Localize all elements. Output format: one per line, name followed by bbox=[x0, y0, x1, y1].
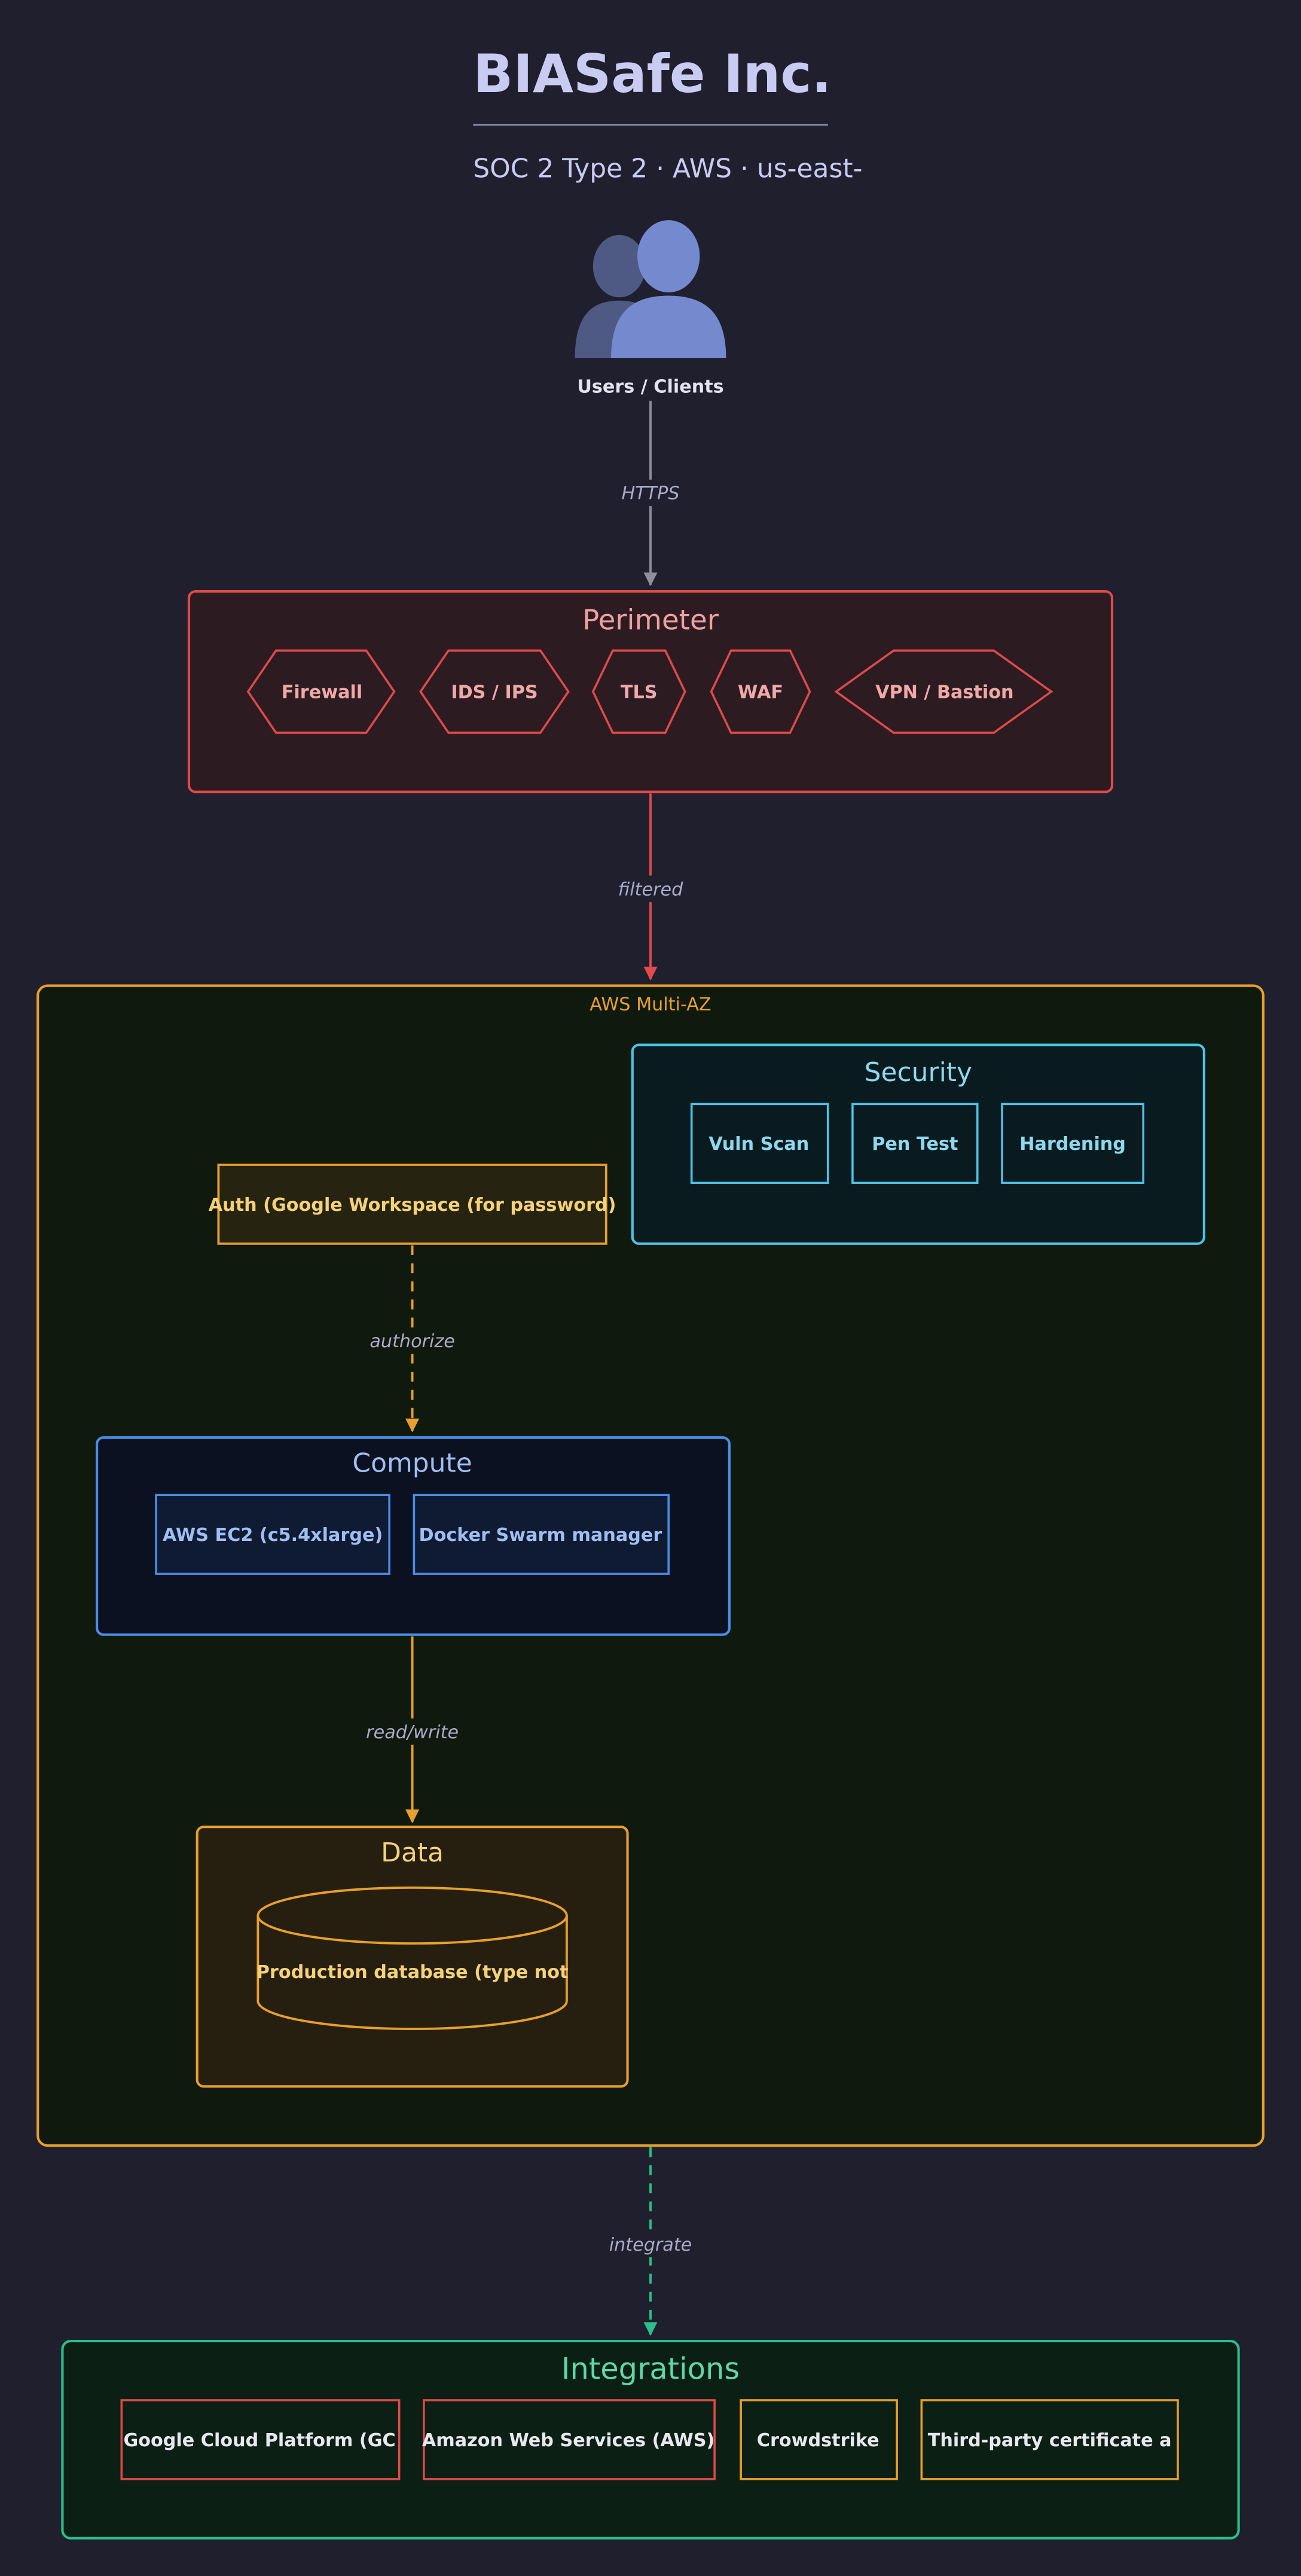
edge-read-write-label: read/write bbox=[366, 1722, 459, 1743]
compute-zone: Compute AWS EC2 (c5.4xlarge) Docker Swar… bbox=[96, 1436, 731, 1636]
integrations-zone: Integrations Google Cloud Platform (GC A… bbox=[61, 2340, 1240, 2540]
perimeter-item-tls: TLS bbox=[591, 649, 686, 734]
edge-filtered-label: filtered bbox=[618, 879, 683, 900]
svg-text:TLS: TLS bbox=[621, 682, 658, 703]
perimeter-item-firewall: Firewall bbox=[246, 649, 396, 734]
perimeter-item-waf: WAF bbox=[710, 649, 811, 734]
auth-label: Auth (Google Workspace (for password) bbox=[209, 1195, 616, 1216]
database-label: Production database (type not bbox=[256, 1962, 569, 1983]
perimeter-zone: Perimeter Firewall IDS / IPS TLS WAF VPN… bbox=[187, 590, 1114, 793]
integration-item-gcp: Google Cloud Platform (GC bbox=[120, 2399, 401, 2480]
compute-item-docker-swarm: Docker Swarm manager bbox=[413, 1494, 670, 1575]
svg-text:Pen Test: Pen Test bbox=[872, 1134, 958, 1155]
svg-text:Vuln Scan: Vuln Scan bbox=[708, 1134, 809, 1155]
svg-text:Firewall: Firewall bbox=[282, 682, 362, 703]
security-title: Security bbox=[865, 1057, 972, 1088]
security-item-hardening: Hardening bbox=[1001, 1103, 1145, 1184]
svg-text:Third-party certificate a: Third-party certificate a bbox=[928, 2430, 1172, 2451]
integration-item-third-party-certificate: Third-party certificate a bbox=[920, 2399, 1179, 2480]
data-zone: Data Production database (type not bbox=[196, 1826, 629, 2088]
edge-authorize-label: authorize bbox=[369, 1331, 454, 1352]
perimeter-item-ids-ips: IDS / IPS bbox=[419, 649, 570, 734]
security-zone: Security Vuln Scan Pen Test Hardening bbox=[631, 1043, 1205, 1245]
edge-read-write-label-bg bbox=[368, 1718, 457, 1745]
edge-https-label: HTTPS bbox=[621, 483, 679, 504]
integrations-title: Integrations bbox=[561, 2351, 740, 2386]
edge-integrate-label: integrate bbox=[609, 2235, 692, 2255]
auth-node: Auth (Google Workspace (for password) bbox=[209, 1164, 616, 1245]
users-label: Users / Clients bbox=[577, 377, 723, 398]
edge-integrate-label-bg bbox=[609, 2231, 692, 2257]
page-subtitle: SOC 2 Type 2 · AWS · us-east- bbox=[473, 154, 862, 184]
aws-zone-label: AWS Multi-AZ bbox=[590, 994, 711, 1015]
users-icon bbox=[575, 220, 726, 358]
security-item-pen-test: Pen Test bbox=[851, 1103, 979, 1184]
perimeter-title: Perimeter bbox=[582, 604, 719, 636]
svg-text:Google Cloud Platform (GC: Google Cloud Platform (GC bbox=[123, 2430, 395, 2451]
edge-https-label-bg bbox=[618, 480, 683, 506]
data-title: Data bbox=[381, 1838, 444, 1868]
page-title: BIASafe Inc. bbox=[473, 43, 832, 105]
svg-text:Hardening: Hardening bbox=[1019, 1134, 1126, 1155]
svg-text:VPN / Bastion: VPN / Bastion bbox=[875, 682, 1013, 703]
edge-authorize-label-bg bbox=[371, 1327, 454, 1354]
database-cylinder-icon bbox=[256, 1886, 568, 2031]
compute-title: Compute bbox=[352, 1448, 472, 1479]
perimeter-item-vpn-bastion: VPN / Bastion bbox=[834, 649, 1053, 734]
svg-text:IDS / IPS: IDS / IPS bbox=[451, 682, 537, 703]
svg-text:Crowdstrike: Crowdstrike bbox=[757, 2430, 879, 2451]
svg-text:Amazon Web Services (AWS): Amazon Web Services (AWS) bbox=[422, 2430, 714, 2451]
integration-item-crowdstrike: Crowdstrike bbox=[740, 2399, 898, 2480]
security-item-vuln-scan: Vuln Scan bbox=[690, 1103, 829, 1184]
svg-text:Docker Swarm manager: Docker Swarm manager bbox=[419, 1525, 662, 1546]
svg-text:WAF: WAF bbox=[738, 682, 783, 703]
compute-item-ec2: AWS EC2 (c5.4xlarge) bbox=[155, 1494, 390, 1575]
edge-filtered-label-bg bbox=[614, 875, 687, 902]
integration-item-aws: Amazon Web Services (AWS) bbox=[422, 2399, 716, 2480]
svg-text:AWS EC2 (c5.4xlarge): AWS EC2 (c5.4xlarge) bbox=[163, 1525, 383, 1546]
